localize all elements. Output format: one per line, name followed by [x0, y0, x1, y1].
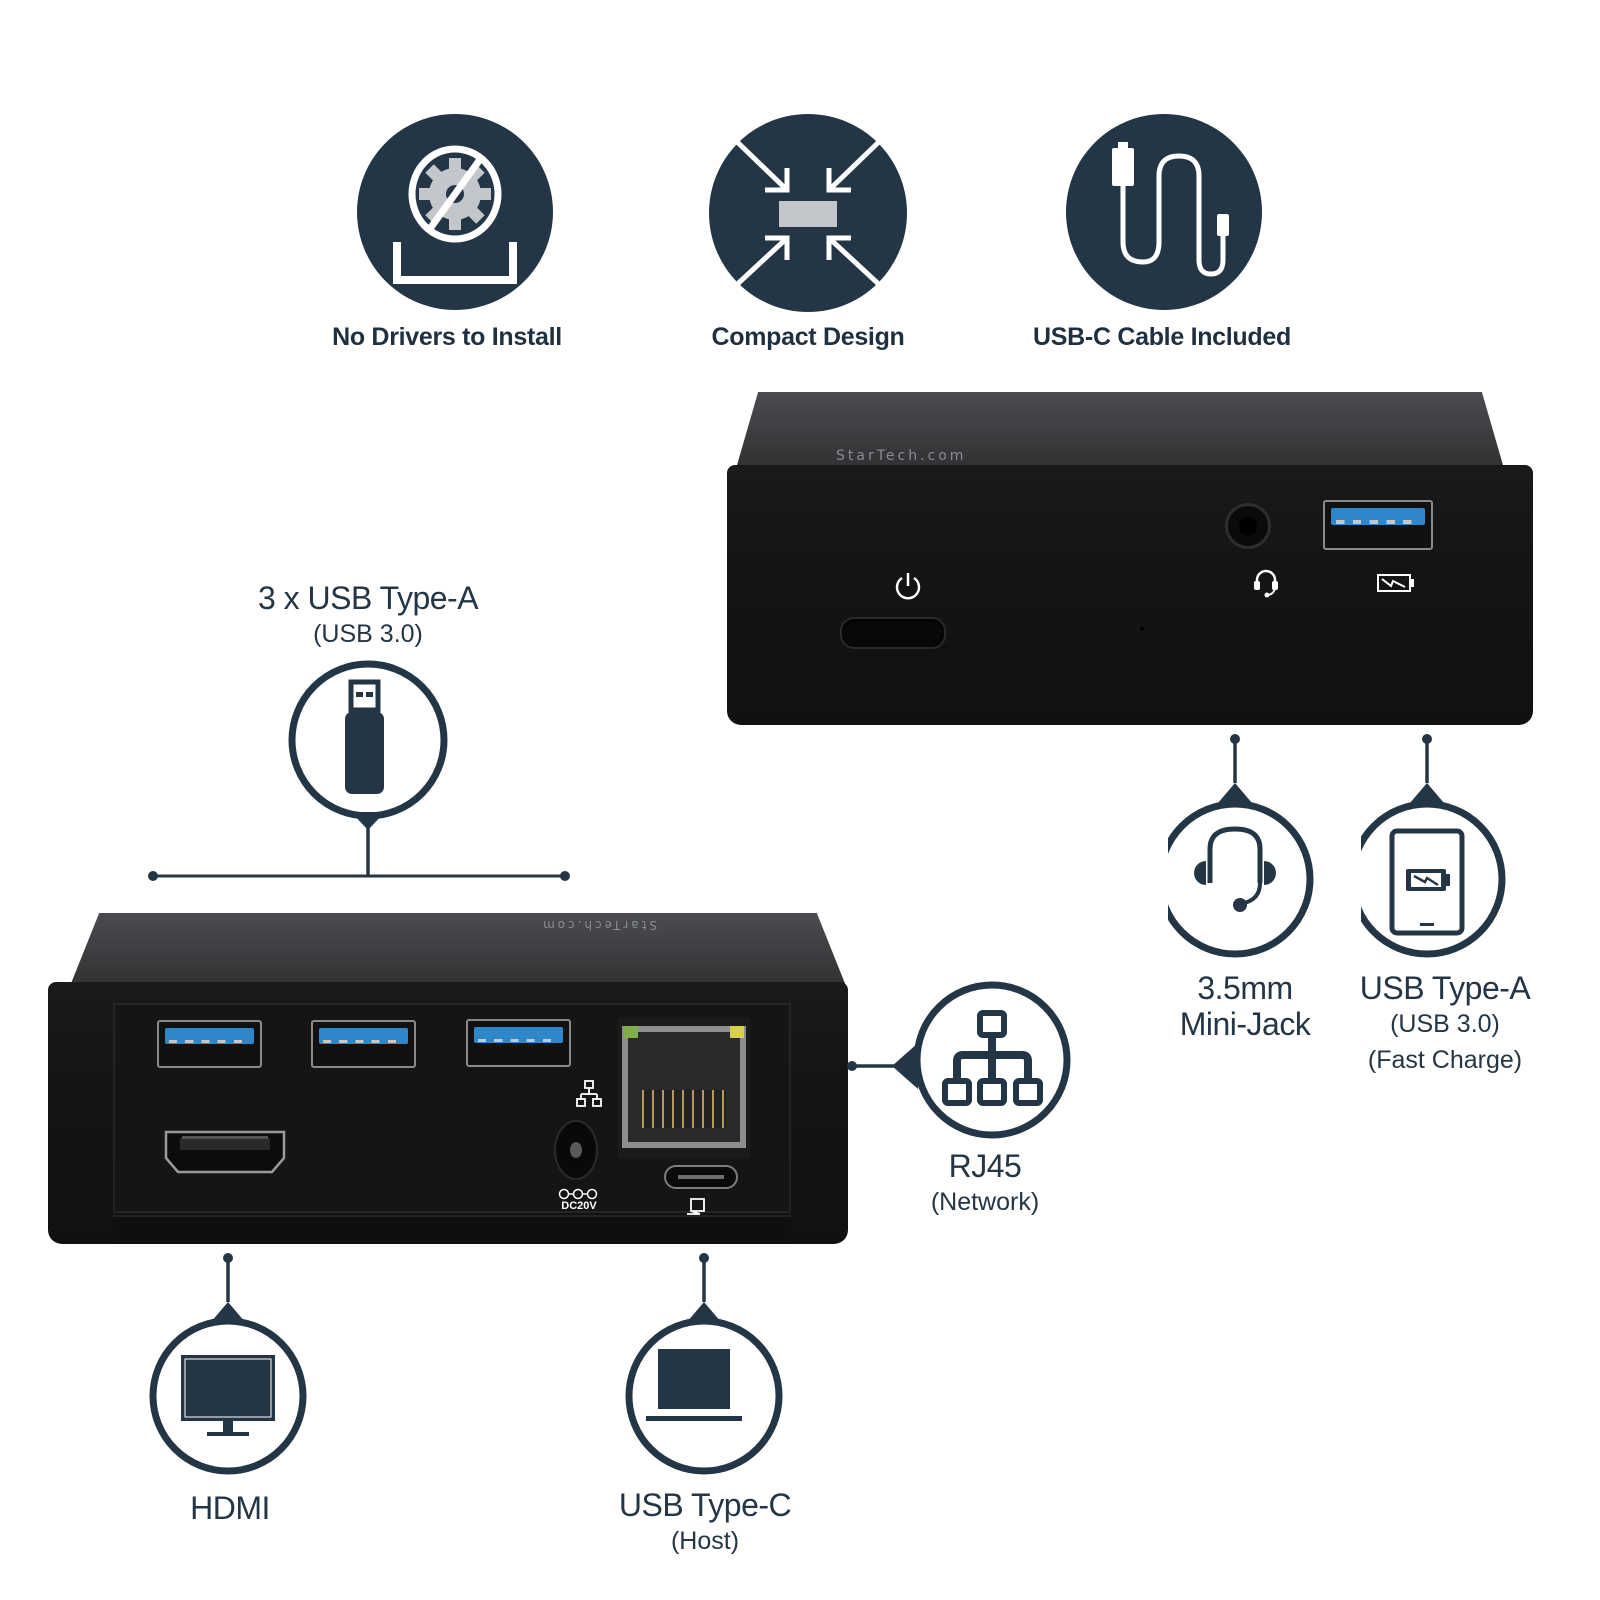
usb-c-host-port — [664, 1165, 738, 1189]
rj45-port — [618, 1018, 750, 1158]
feature-label: USB-C Cable Included — [1033, 323, 1291, 351]
feature-label: Compact Design — [711, 323, 905, 351]
compact-design-icon — [709, 114, 907, 312]
power-icon — [895, 573, 921, 600]
callout-hdmi-label: HDMI — [190, 1490, 270, 1526]
laptop-icon — [687, 1198, 705, 1215]
no-drivers-icon — [357, 114, 553, 310]
headset-icon — [1254, 569, 1278, 598]
brand-logo: StarTech.com — [836, 448, 967, 464]
tablet-charge-icon — [1361, 734, 1506, 958]
callout-usb-c-label: USB Type-C (Host) — [618, 1487, 792, 1555]
network-icon — [576, 1080, 602, 1107]
usb-a-port-3 — [466, 1019, 571, 1067]
callout-usb-a-rear-label: 3 x USB Type-A (USB 3.0) — [257, 580, 479, 648]
dc-voltage-label: DC20V — [561, 1200, 597, 1212]
monitor-icon — [149, 1253, 307, 1475]
usb-a-bracket-line — [148, 871, 570, 881]
usb-a-fast-charge-port — [1323, 500, 1433, 550]
usb-a-port-2 — [311, 1020, 416, 1068]
hdmi-port — [164, 1130, 286, 1174]
feature-label: No Drivers to Install — [332, 323, 562, 351]
battery-charge-icon — [1377, 574, 1414, 592]
audio-jack-port — [1225, 503, 1271, 549]
power-button[interactable] — [840, 617, 946, 649]
callout-audio-label: 3.5mm Mini-Jack — [1179, 970, 1311, 1042]
laptop-icon — [625, 1253, 783, 1475]
usb-c-cable-icon — [1066, 114, 1262, 310]
dc-power-port — [554, 1120, 598, 1180]
callout-rj45-label: RJ45 (Network) — [930, 1148, 1040, 1216]
network-tree-icon — [847, 981, 1071, 1139]
headset-icon — [1168, 734, 1314, 958]
callout-usb-a-front-label: USB Type-A (USB 3.0) (Fast Charge) — [1359, 970, 1531, 1074]
brand-logo: StarTech.com — [540, 918, 657, 932]
device-top — [68, 913, 848, 991]
usb-a-port-1 — [157, 1020, 262, 1068]
indicator-led — [1140, 627, 1144, 631]
device-top — [735, 392, 1505, 472]
usb-drive-icon — [288, 660, 448, 876]
panel-bottom-strip — [113, 1215, 791, 1244]
dc-polarity-icon — [558, 1188, 598, 1200]
